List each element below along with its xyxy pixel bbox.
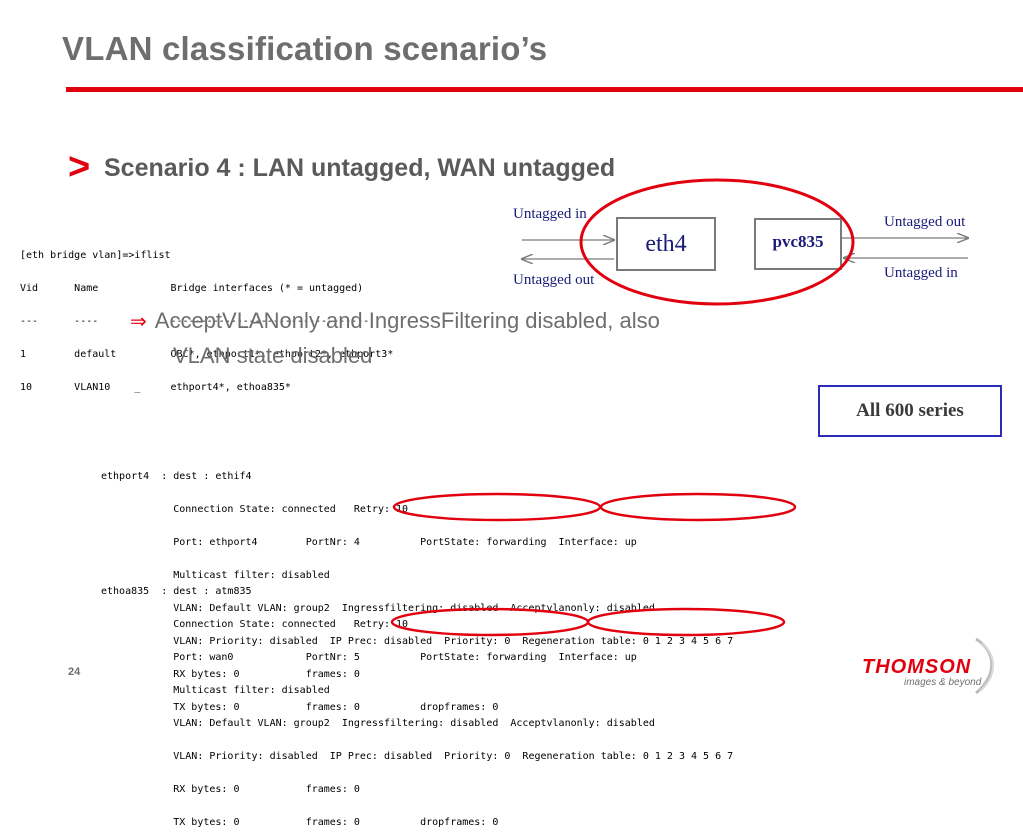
highlight-ellipse-ingress-2 xyxy=(390,607,590,637)
console-line: 1 default OBC*, ethport1*, ethport2*, et… xyxy=(20,349,394,360)
console-line: TX bytes: 0 frames: 0 dropframes: 0 xyxy=(101,817,499,828)
slide-title: VLAN classification scenario’s xyxy=(62,30,548,67)
implies-arrow-icon: ⇒ xyxy=(130,311,147,333)
console-line: ethoa835 : dest : atm835 xyxy=(101,586,252,597)
thomson-swoosh-icon xyxy=(975,637,994,695)
console-line: Connection State: connected Retry: 10 xyxy=(101,504,409,515)
eth4-box: eth4 xyxy=(616,217,716,271)
console-line: VLAN: Default VLAN: group2 Ingressfilter… xyxy=(101,718,655,729)
highlight-ellipse-ingress-1 xyxy=(392,492,602,522)
pvc835-box: pvc835 xyxy=(754,218,842,270)
highlight-ellipse-accept-2 xyxy=(586,607,786,637)
console-line: VLAN: Priority: disabled IP Prec: disabl… xyxy=(101,751,734,762)
scenario-heading: Scenario 4 : LAN untagged, WAN untagged xyxy=(104,154,616,182)
label-untagged-in-right: Untagged in xyxy=(884,265,958,281)
console-line: [eth bridge vlan]=>iflist xyxy=(20,250,171,261)
highlight-annotations xyxy=(390,178,855,637)
console-line: VLAN: Priority: disabled IP Prec: disabl… xyxy=(101,636,734,647)
console-line: Multicast filter: disabled xyxy=(101,685,330,696)
conclusion-line-1: AcceptVLANonly and IngressFiltering disa… xyxy=(154,308,660,333)
label-untagged-in-left: Untagged in xyxy=(513,206,587,222)
thomson-logo-tagline: images & beyond xyxy=(904,677,982,688)
label-untagged-out-left: Untagged out xyxy=(513,272,595,288)
highlight-ellipse-diagram xyxy=(579,178,855,306)
conclusion-line-2: VLAN state disabled xyxy=(173,343,373,368)
conclusion-text: ⇒ AcceptVLANonly and IngressFiltering dis… xyxy=(130,304,660,373)
highlight-ellipse-accept-1 xyxy=(599,492,797,522)
console-line: Multicast filter: disabled xyxy=(101,570,330,581)
bullet-arrow-icon: > xyxy=(68,146,91,188)
console-line: Port: wan0 PortNr: 5 PortState: forwardi… xyxy=(101,652,637,663)
iflist-console-output: [eth bridge vlan]=>iflist Vid Name Bridg… xyxy=(20,228,393,404)
title-divider xyxy=(66,87,1023,92)
console-line: --- ---- -------------------------------… xyxy=(20,316,370,327)
console-line: 10 VLAN10 _ ethport4*, ethoa835* xyxy=(20,382,291,393)
label-untagged-out-right: Untagged out xyxy=(884,214,966,230)
diagram-arrows xyxy=(0,0,1023,708)
console-line: ethport4 : dest : ethif4 xyxy=(101,471,252,482)
console-line: RX bytes: 0 frames: 0 xyxy=(101,669,360,680)
console-line: RX bytes: 0 frames: 0 xyxy=(101,784,360,795)
series-badge: All 600 series xyxy=(818,385,1002,437)
thomson-logo-text: THOMSON xyxy=(862,656,972,678)
page-number: 24 xyxy=(68,666,81,678)
console-line: Port: ethport4 PortNr: 4 PortState: forw… xyxy=(101,537,637,548)
console-line: Connection State: connected Retry: 10 xyxy=(101,619,409,630)
console-line: Vid Name Bridge interfaces (* = untagged… xyxy=(20,283,364,294)
